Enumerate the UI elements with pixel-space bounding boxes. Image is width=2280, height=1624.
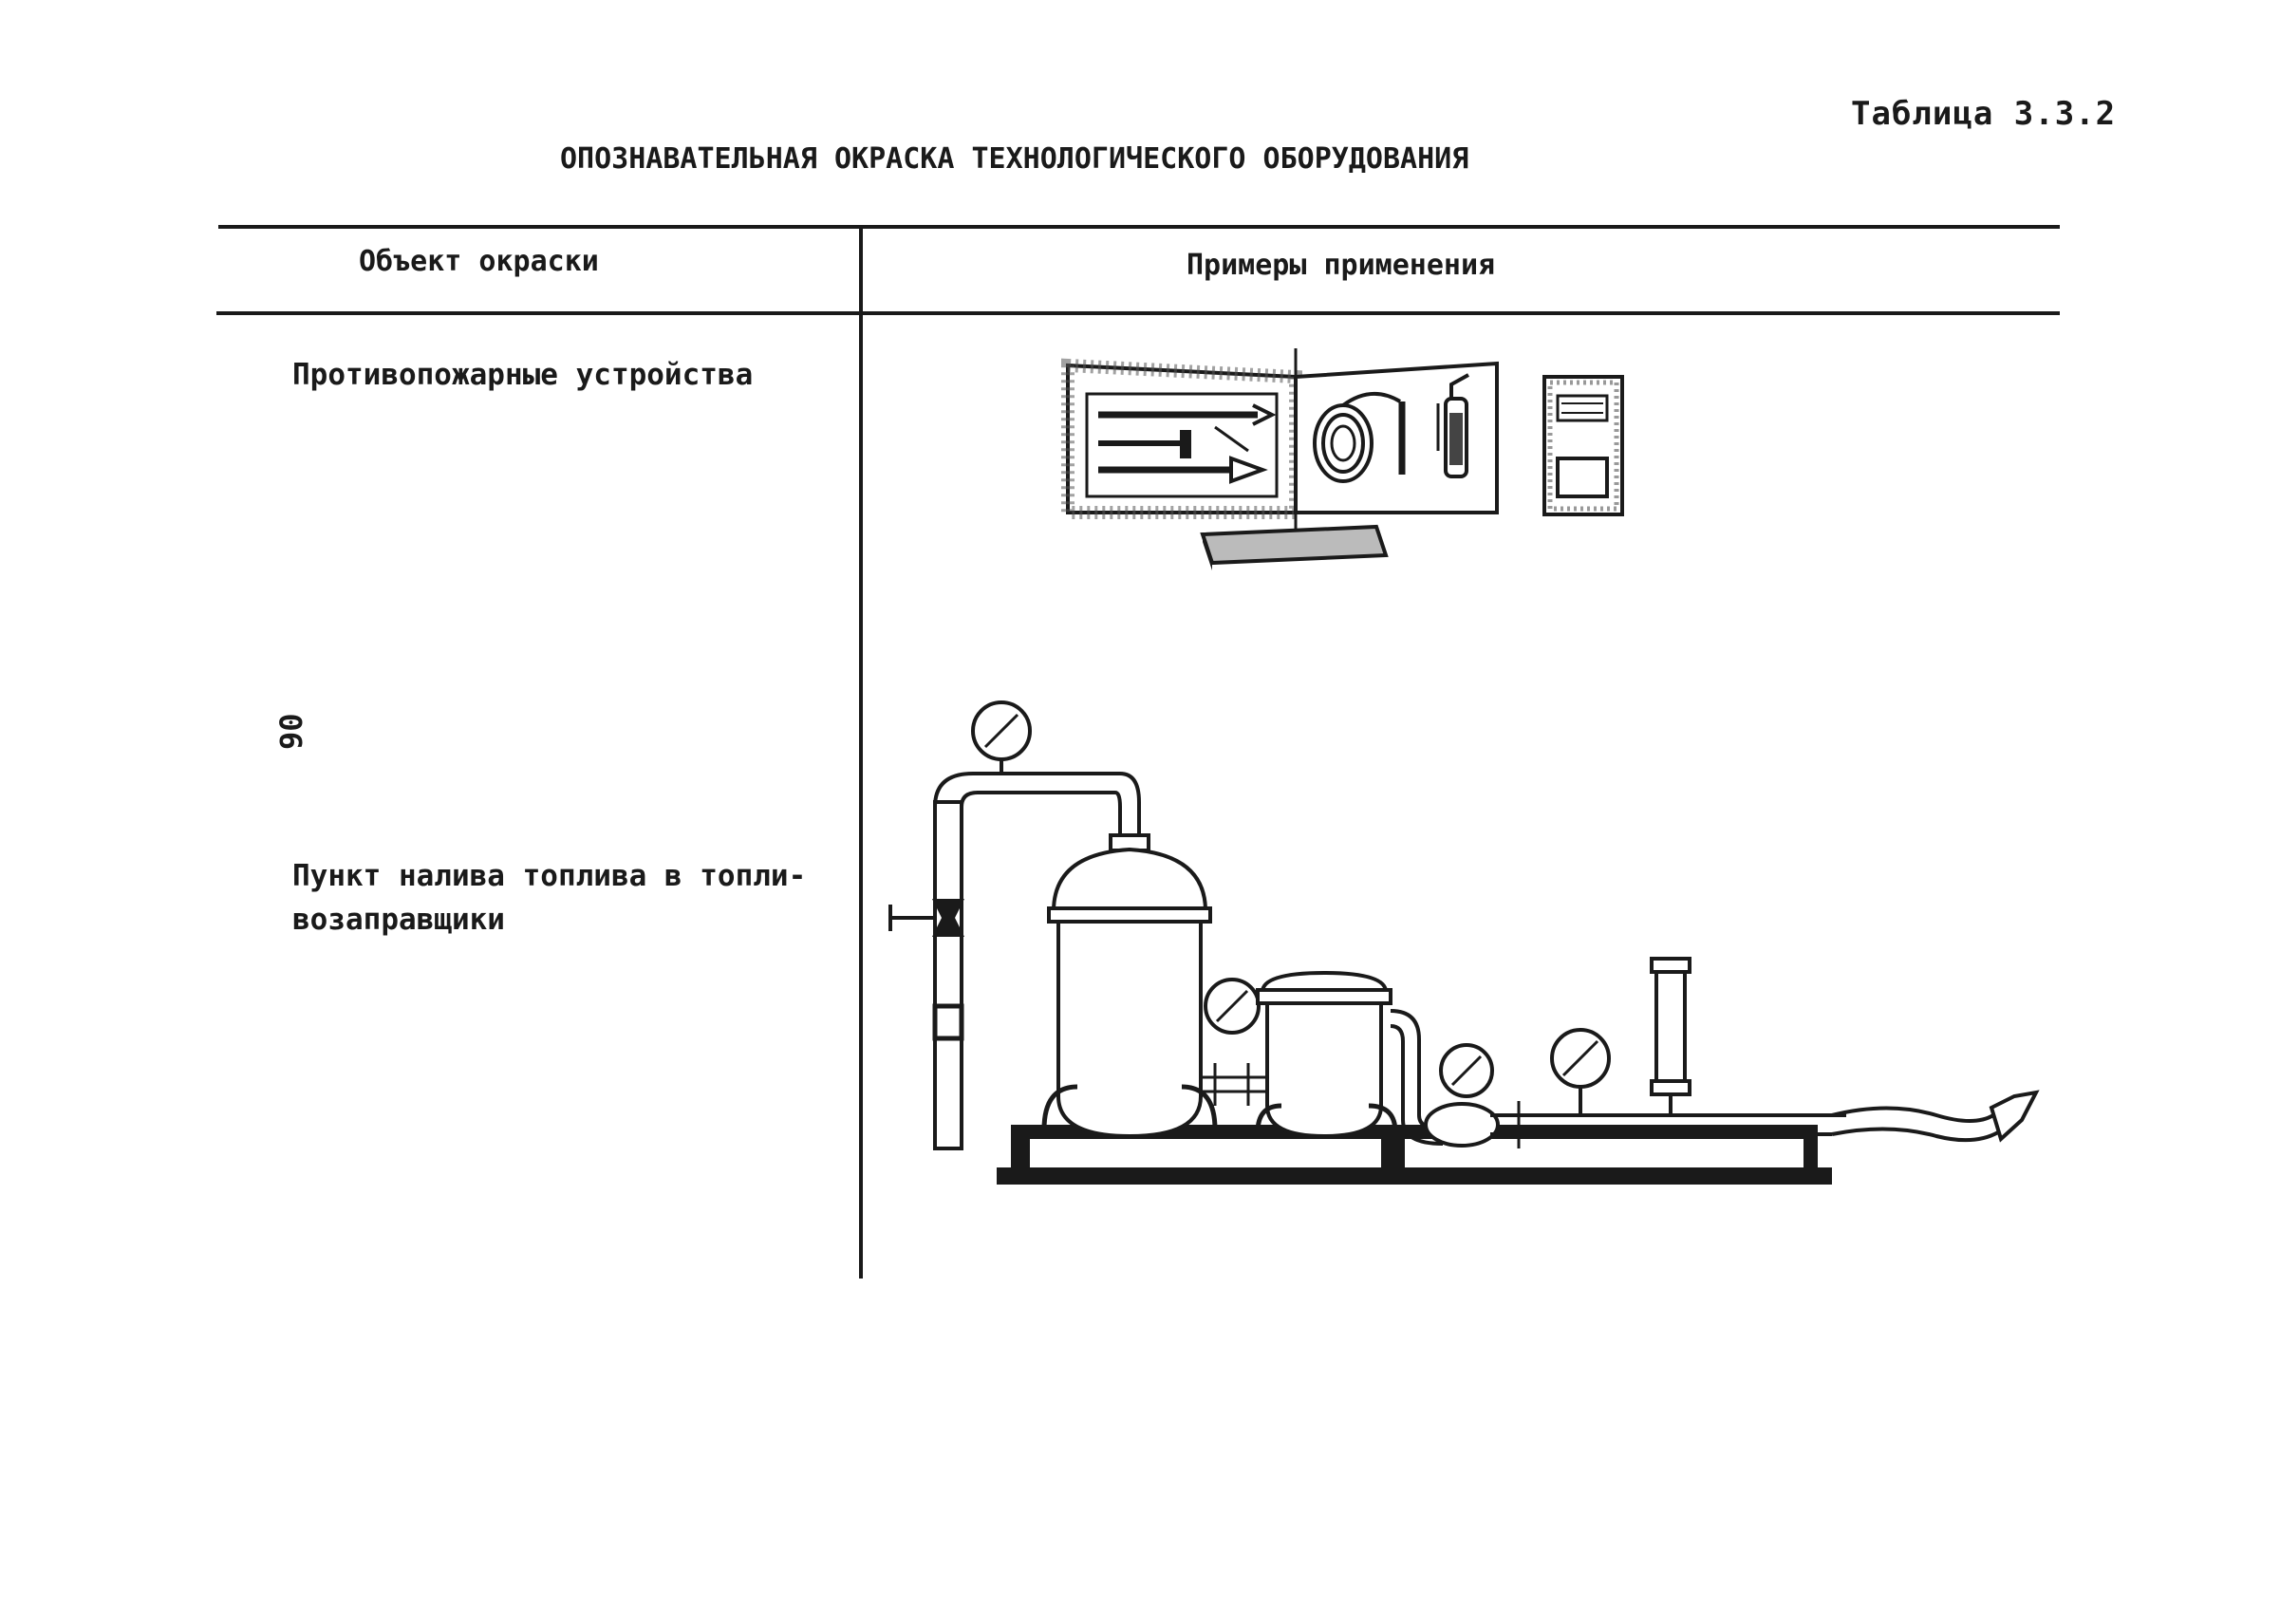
row-label-fire-devices: Противопожарные устройства <box>292 358 754 392</box>
table-top-rule <box>218 225 2060 229</box>
table-number: Таблица 3.3.2 <box>1851 95 2117 133</box>
document-title: ОПОЗНАВАТЕЛЬНАЯ ОКРАСКА ТЕХНОЛОГИЧЕСКОГО… <box>560 142 1469 176</box>
fuel-pump <box>1424 1102 1500 1148</box>
pipe-valve <box>932 899 964 937</box>
sand-box <box>1200 524 1389 566</box>
fuel-nozzle <box>1989 1090 2040 1143</box>
row-label-line-1: Пункт налива топлива в топли- <box>292 859 807 893</box>
vertical-pipe <box>933 800 963 1150</box>
row-label-fuel-filling-point: Пункт налива топлива в топли- возаправщи… <box>292 854 806 942</box>
column-header-examples: Примеры применения <box>1187 249 1496 282</box>
filter-tank-small <box>1265 1001 1383 1139</box>
row-label-line-2: возаправщики <box>292 903 505 937</box>
fuel-filling-station-icon <box>888 700 2040 1185</box>
page-number: 90 <box>273 713 309 750</box>
table-column-divider <box>859 227 863 1279</box>
fire-equipment-icon <box>1061 348 1624 570</box>
flow-meter <box>1654 970 1687 1083</box>
table-header-rule <box>216 311 2060 315</box>
dispensing-hose <box>1831 1106 1995 1123</box>
column-header-object: Объект окраски <box>359 245 599 278</box>
filter-tank-large <box>1056 920 1203 1139</box>
